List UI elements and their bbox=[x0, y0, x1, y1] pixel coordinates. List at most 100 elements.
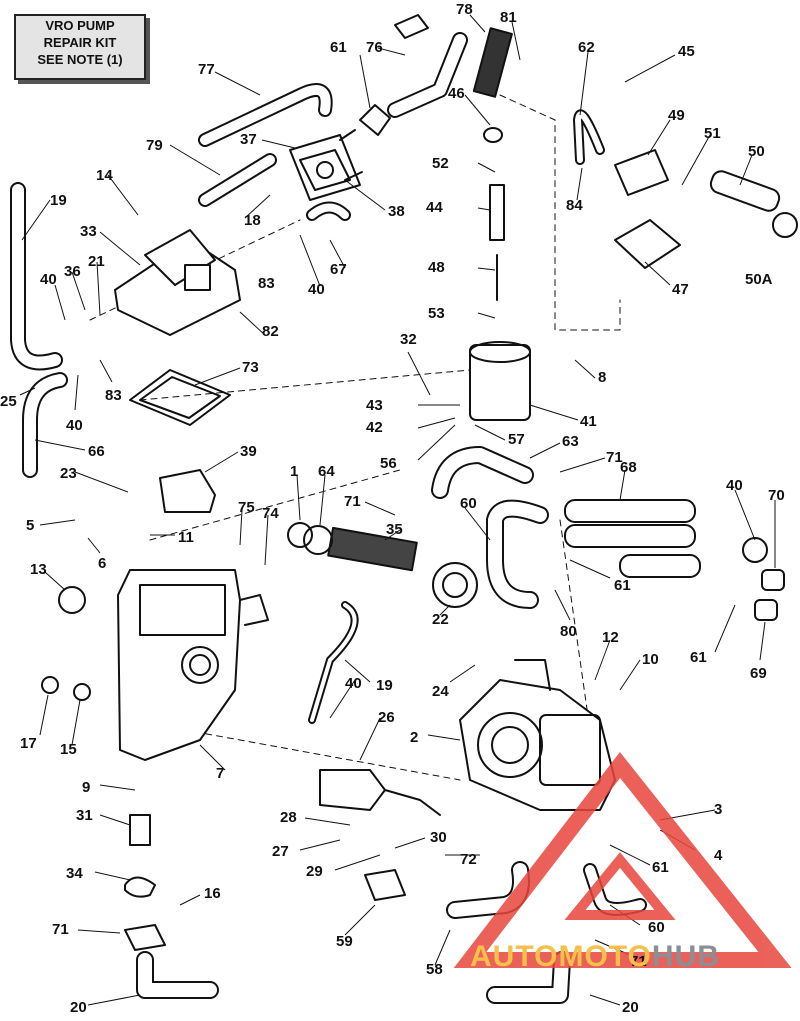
part-label-p3: 3 bbox=[714, 801, 722, 818]
part-label-p84: 84 bbox=[566, 197, 583, 214]
part-label-p60a: 60 bbox=[460, 495, 477, 512]
part-label-p76: 76 bbox=[366, 39, 383, 56]
fuel-pump-assembly bbox=[289, 129, 363, 201]
clamp-61-top bbox=[359, 104, 391, 136]
part-label-p16: 16 bbox=[204, 885, 221, 902]
part-label-p57: 57 bbox=[508, 431, 525, 448]
part-label-p33: 33 bbox=[80, 223, 97, 240]
part-label-p62: 62 bbox=[578, 39, 595, 56]
part-label-p47: 47 bbox=[672, 281, 689, 298]
separator-body-7 bbox=[117, 569, 269, 761]
part-label-p44: 44 bbox=[426, 199, 443, 216]
part-label-p75: 75 bbox=[238, 499, 255, 516]
part-label-p64: 64 bbox=[318, 463, 335, 480]
part-label-p52: 52 bbox=[432, 155, 449, 172]
part-label-p17: 17 bbox=[20, 735, 37, 752]
pump-50 bbox=[709, 170, 798, 238]
part-label-p71a: 71 bbox=[606, 449, 623, 466]
ring-17 bbox=[41, 676, 59, 694]
part-label-p83a: 83 bbox=[258, 275, 275, 292]
part-label-p40b: 40 bbox=[308, 281, 325, 298]
ring-40 bbox=[742, 537, 768, 563]
part-label-p70: 70 bbox=[768, 487, 785, 504]
part-label-p74: 74 bbox=[262, 505, 279, 522]
watermark-brand-part2: HUB bbox=[651, 940, 720, 973]
filter-78 bbox=[472, 27, 513, 98]
filter-35 bbox=[327, 526, 418, 572]
part-label-p61d: 61 bbox=[652, 859, 669, 876]
part-label-p13: 13 bbox=[30, 561, 47, 578]
part-label-p25: 25 bbox=[0, 393, 17, 410]
part-label-p78: 78 bbox=[456, 1, 473, 18]
part-label-p31: 31 bbox=[76, 807, 93, 824]
float-39 bbox=[159, 469, 216, 513]
part-label-p83b: 83 bbox=[105, 387, 122, 404]
part-label-p40d: 40 bbox=[726, 477, 743, 494]
part-label-p10: 10 bbox=[642, 651, 659, 668]
part-label-p61b: 61 bbox=[614, 577, 631, 594]
part-label-p46: 46 bbox=[448, 85, 465, 102]
part-label-p49: 49 bbox=[668, 107, 685, 124]
part-label-p26: 26 bbox=[378, 709, 395, 726]
part-label-p68: 68 bbox=[620, 459, 637, 476]
part-label-p63: 63 bbox=[562, 433, 579, 450]
part-label-p50: 50 bbox=[748, 143, 765, 160]
part-label-p66: 66 bbox=[88, 443, 105, 460]
note-line-3: SEE NOTE (1) bbox=[37, 52, 123, 67]
part-label-p7: 7 bbox=[216, 765, 224, 782]
part-label-p71b: 71 bbox=[344, 493, 361, 510]
sleeve-70 bbox=[761, 569, 785, 591]
part-label-p5: 5 bbox=[26, 517, 34, 534]
plate-34 bbox=[124, 876, 156, 898]
part-label-p20a: 20 bbox=[70, 999, 87, 1016]
watermark-text: AUTOMOTOHUB bbox=[470, 940, 800, 974]
part-label-p29: 29 bbox=[306, 863, 323, 880]
part-label-p37: 37 bbox=[240, 131, 257, 148]
part-label-p43: 43 bbox=[366, 397, 383, 414]
part-label-p48: 48 bbox=[428, 259, 445, 276]
manifold-68 bbox=[564, 499, 701, 578]
part-label-p39: 39 bbox=[240, 443, 257, 460]
bracket-49 bbox=[614, 149, 669, 196]
note-line-2: REPAIR KIT bbox=[43, 35, 117, 50]
part-label-p2: 2 bbox=[410, 729, 418, 746]
ring-15 bbox=[73, 683, 91, 701]
part-label-p42: 42 bbox=[366, 419, 383, 436]
part-label-p35: 35 bbox=[386, 521, 403, 538]
part-label-p82: 82 bbox=[262, 323, 279, 340]
part-label-p12: 12 bbox=[602, 629, 619, 646]
part-label-p73: 73 bbox=[242, 359, 259, 376]
grommet-13 bbox=[58, 586, 86, 614]
part-label-p79: 79 bbox=[146, 137, 163, 154]
watermark-logo bbox=[453, 752, 792, 968]
part-label-p71d: 71 bbox=[630, 953, 647, 970]
part-label-p50A: 50A bbox=[745, 271, 773, 288]
part-label-p1: 1 bbox=[290, 463, 298, 480]
seal-1 bbox=[287, 522, 313, 548]
clamp-76-top bbox=[394, 14, 429, 39]
plate-47 bbox=[614, 219, 681, 269]
part-label-p30: 30 bbox=[430, 829, 447, 846]
part-label-p19b: 19 bbox=[376, 677, 393, 694]
part-label-p41: 41 bbox=[580, 413, 597, 430]
part-label-p21: 21 bbox=[88, 253, 105, 270]
part-label-p19a: 19 bbox=[50, 192, 67, 209]
cap-22 bbox=[432, 562, 478, 608]
part-label-p20b: 20 bbox=[622, 999, 639, 1016]
part-label-p6: 6 bbox=[98, 555, 106, 572]
part-label-p40c: 40 bbox=[66, 417, 83, 434]
part-label-p71c: 71 bbox=[52, 921, 69, 938]
part-label-p81: 81 bbox=[500, 9, 517, 26]
separator-cover-33 bbox=[114, 229, 241, 336]
solenoid-26 bbox=[319, 769, 441, 816]
pump-repair-kit-note: VRO PUMP REPAIR KIT SEE NOTE (1) bbox=[14, 14, 146, 80]
part-label-p58: 58 bbox=[426, 961, 443, 978]
part-label-p59: 59 bbox=[336, 933, 353, 950]
part-label-p24: 24 bbox=[432, 683, 449, 700]
part-label-p72: 72 bbox=[460, 851, 477, 868]
fitting-31 bbox=[129, 814, 151, 846]
part-label-p36: 36 bbox=[64, 263, 81, 280]
part-label-p40e: 40 bbox=[345, 675, 362, 692]
